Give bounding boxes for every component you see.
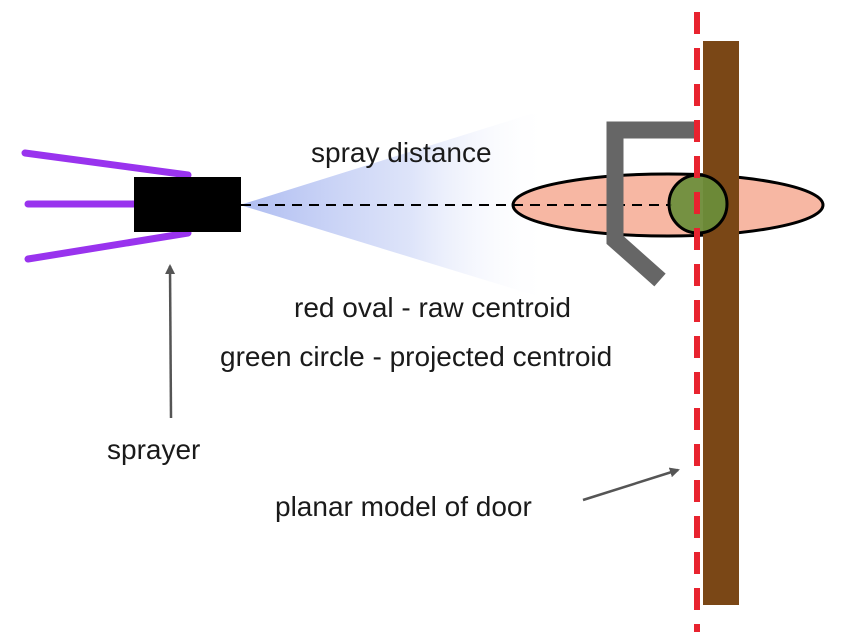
door (703, 41, 739, 605)
door-plane-arrow (582, 467, 680, 502)
sprayer-label: sprayer (107, 434, 200, 465)
red-oval-label: red oval - raw centroid (294, 292, 571, 323)
sprayer-body (134, 177, 241, 232)
green-circle-label: green circle - projected centroid (220, 341, 612, 372)
sprayer-arrow (165, 264, 176, 419)
door-plane-label: planar model of door (275, 491, 532, 522)
spray-distance-label: spray distance (311, 137, 492, 168)
door-handle (606, 121, 697, 287)
